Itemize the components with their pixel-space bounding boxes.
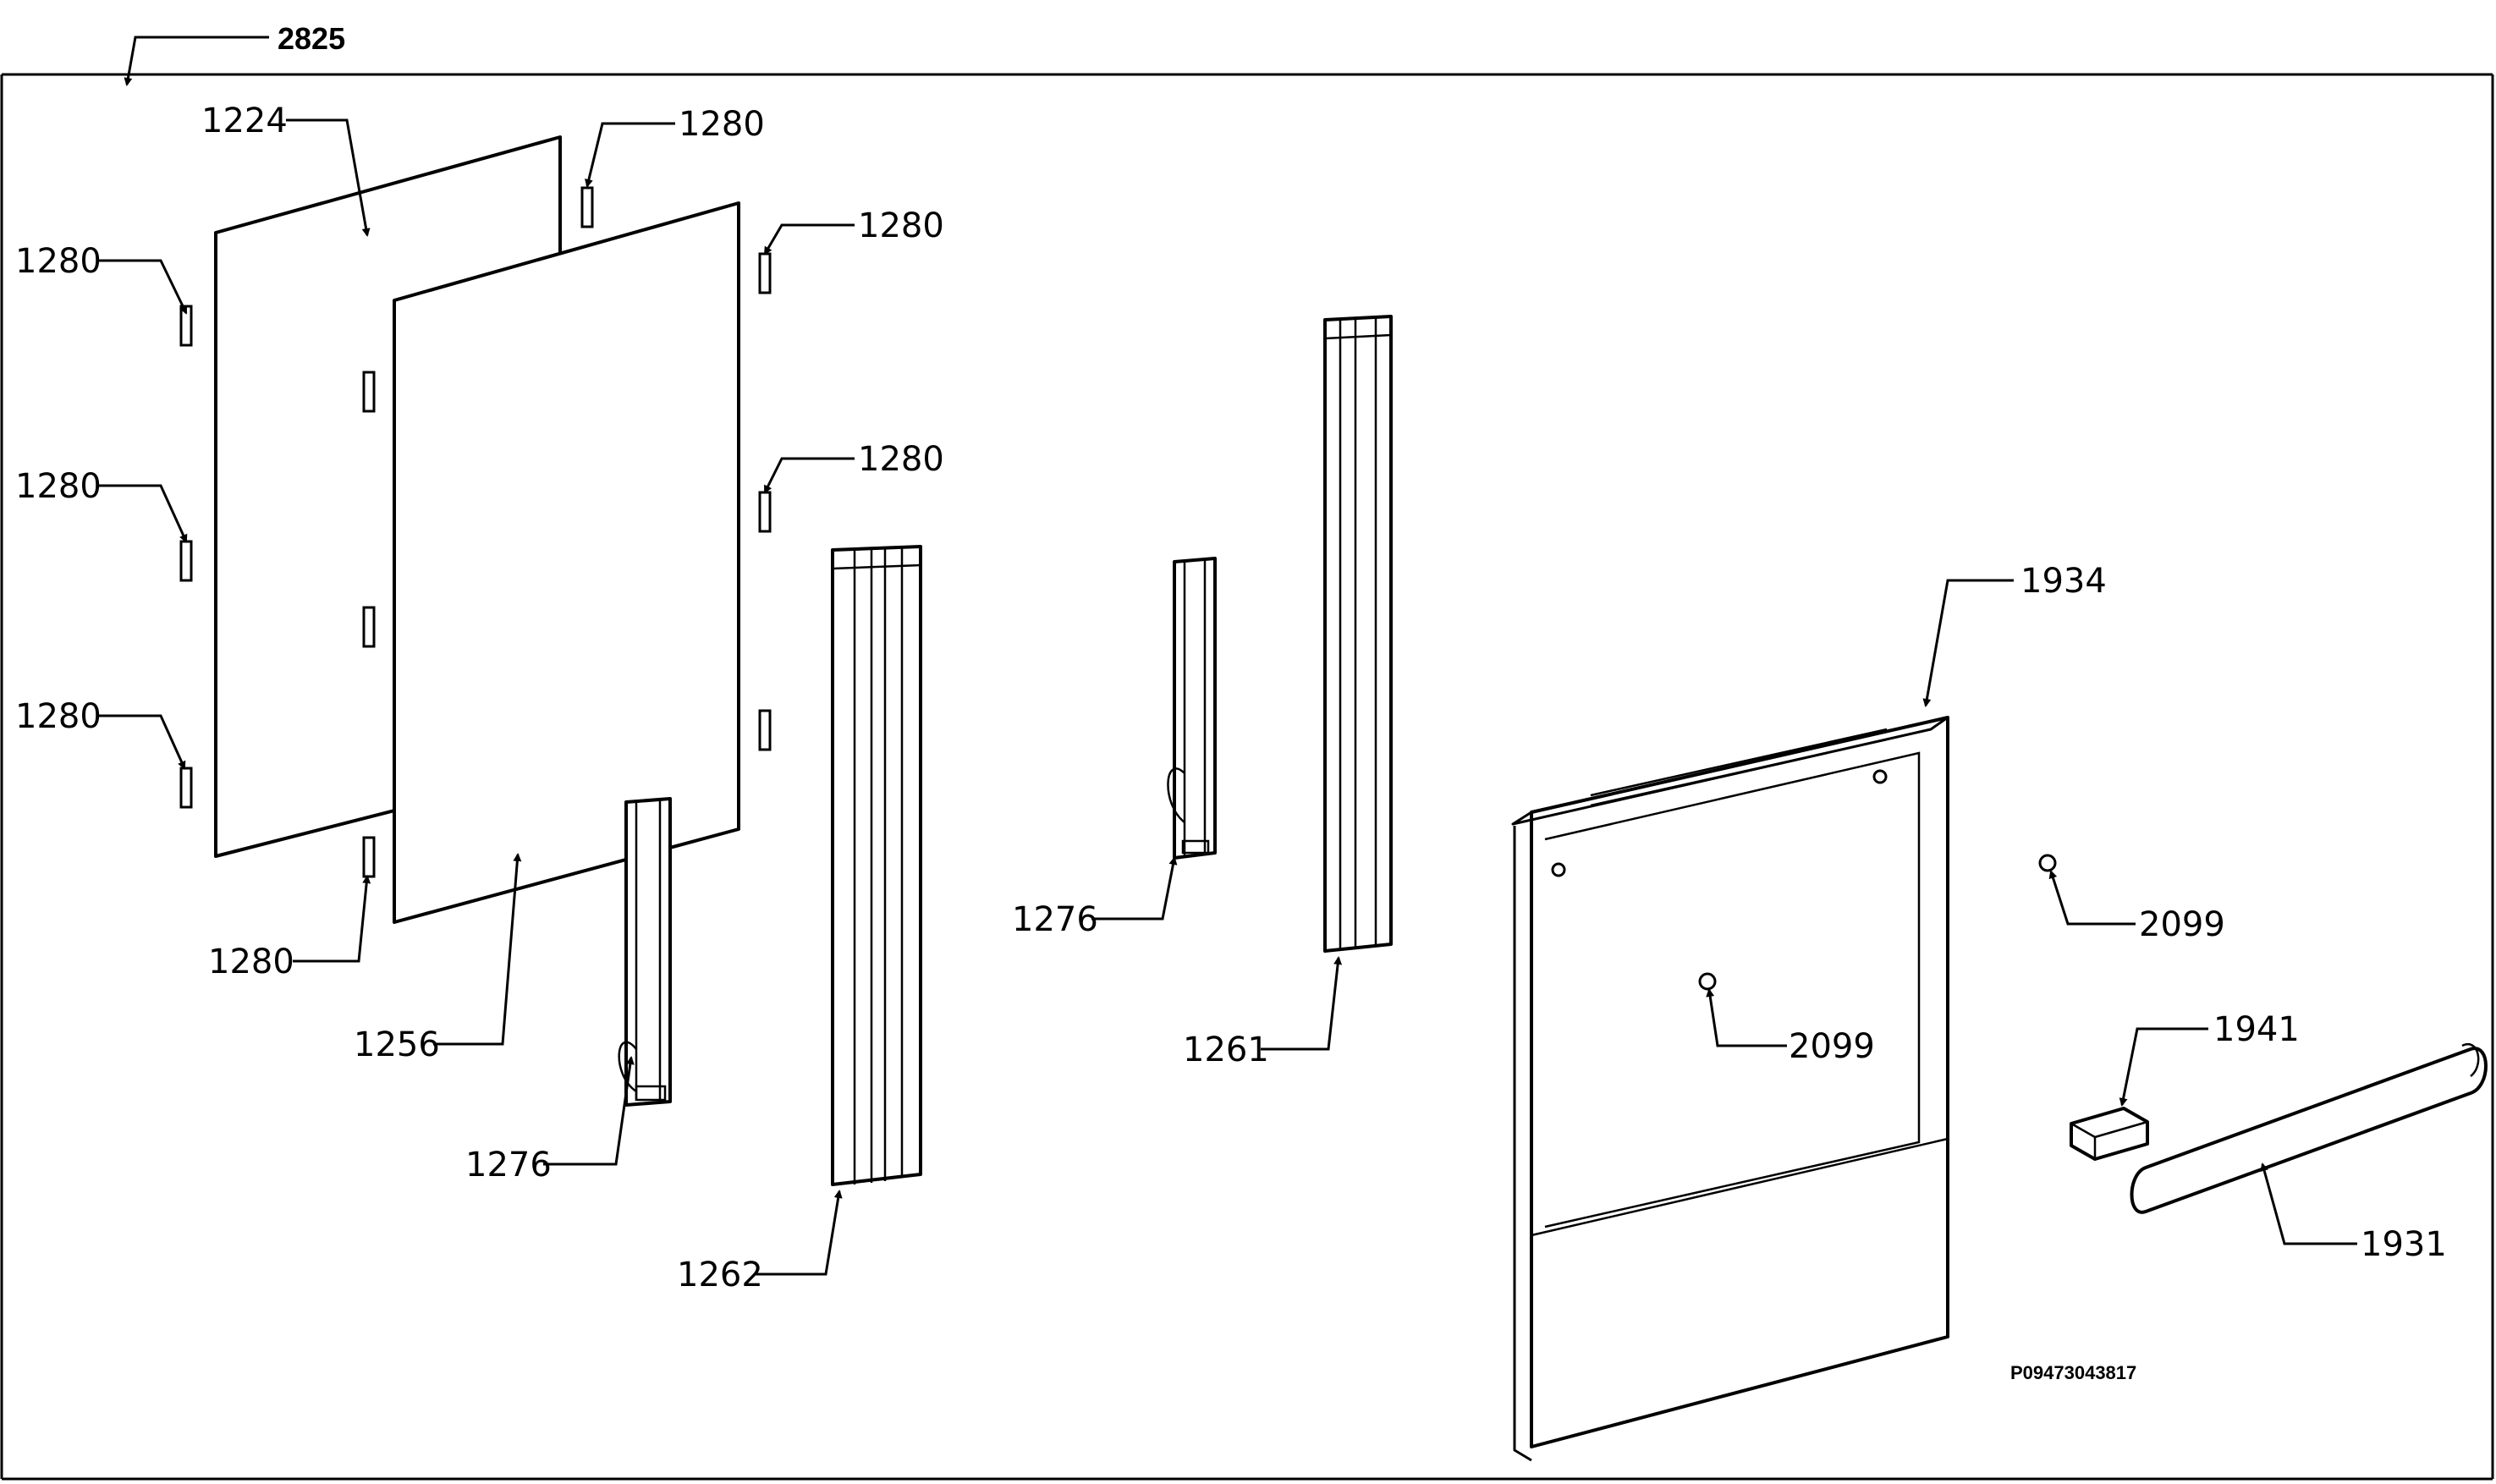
clip-inner-mid (362, 606, 376, 648)
label-clip-right-mid: 1280 (858, 440, 944, 479)
assembly-ref-callout: 2825 (124, 21, 345, 86)
clip-right-top (758, 252, 772, 294)
drawing-code: P09473043817 (2010, 1362, 2136, 1383)
inner-glass-pane (393, 201, 740, 924)
clip-left-mid (179, 540, 193, 582)
label-hinge-bracket-left: 1276 (465, 1146, 552, 1184)
label-clip-right-top: 1280 (858, 206, 944, 245)
label-clip-inner-bottom: 1280 (208, 943, 294, 981)
glass-clips (179, 186, 772, 878)
label-clip-left-mid: 1280 (15, 467, 102, 506)
part-labels: 1224 1280 1280 1280 1280 1280 1280 1280 … (15, 102, 2447, 1294)
clip-left-bottom (179, 767, 193, 809)
hinge-bracket-mid (1167, 557, 1217, 860)
side-profile-left (831, 545, 922, 1186)
clip-inner-bottom (362, 836, 376, 878)
assembly-ref-label: 2825 (278, 21, 345, 56)
label-clip-top-center: 1280 (679, 105, 765, 144)
clip-right-mid (758, 491, 772, 533)
handle-support (2070, 1107, 2149, 1161)
hinge-bracket-left (618, 797, 672, 1107)
screw-loose (2038, 854, 2057, 872)
clip-top-center (580, 186, 594, 228)
door-outer-panel (1511, 716, 1949, 1462)
label-handle-support: 1941 (2213, 1010, 2300, 1049)
label-clip-left-top: 1280 (15, 242, 102, 281)
clip-right-bottom (758, 709, 772, 751)
label-outer-glass: 1224 (201, 102, 288, 140)
label-screw-loose: 2099 (2139, 905, 2225, 944)
side-profile-right (1323, 315, 1393, 953)
label-hinge-bracket-mid: 1276 (1012, 900, 1098, 939)
label-screw-panel: 2099 (1789, 1027, 1875, 1066)
label-profile-left: 1262 (677, 1256, 763, 1294)
label-handle: 1931 (2361, 1225, 2447, 1264)
leader-lines (98, 118, 2357, 1276)
label-profile-right: 1261 (1183, 1031, 1269, 1069)
clip-inner-top (362, 371, 376, 413)
label-inner-glass: 1256 (354, 1025, 440, 1064)
door-handle (2130, 1042, 2488, 1214)
drawing-frame (0, 73, 2494, 1481)
label-door-panel: 1934 (2020, 562, 2107, 601)
label-clip-left-bottom: 1280 (15, 697, 102, 736)
